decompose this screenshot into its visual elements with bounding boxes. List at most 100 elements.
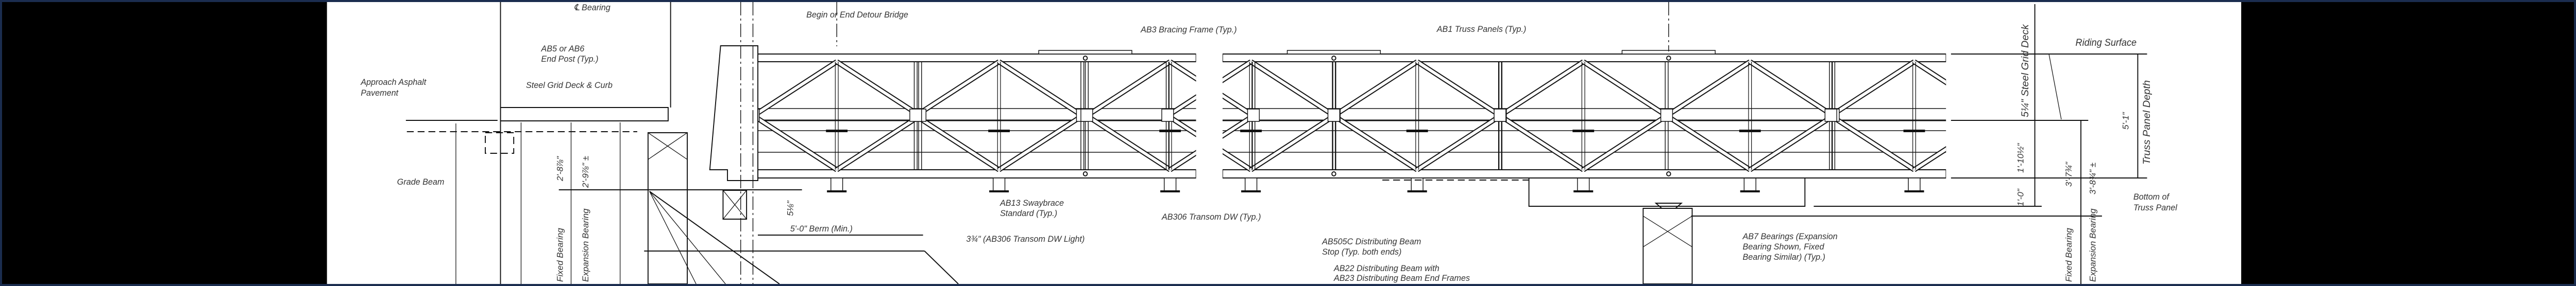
drawing-sheet [327,2,2242,284]
dist-beam-stop-label-1: AB505C Distributing Beam [1321,237,1421,246]
diagonal-fill [1086,114,1171,171]
swaybrace-label-1: AB13 Swaybrace [999,198,1064,208]
diagonal-fill [1913,114,1946,171]
panel-node [1824,109,1837,122]
dist-beam-stop-label-2: Stop (Typ. both ends) [1322,247,1401,257]
diagonal-fill [1582,60,1668,117]
panel-node [1494,109,1506,122]
diagonal-fill [1666,60,1751,117]
diagonal-fill [757,114,838,171]
diagonal-fill [1333,60,1418,117]
cl-bearing-label: ℄ Bearing [574,3,611,12]
panel-pin [1331,56,1336,61]
bearings-label-1: AB7 Bearings (Expansion [1742,231,1838,241]
dim-deck: 1'-10½" [2016,142,2026,173]
bottom-panel-label-1: Bottom of [2133,192,2170,202]
diagonal-fill [757,60,838,117]
diagonal-fill [1499,60,1584,117]
transom-foot [1577,177,1590,192]
diagonal-fill [998,114,1083,171]
bracing-frame [1286,50,1381,55]
diagonal-fill [836,60,921,117]
top-chord [757,53,1197,62]
transom-plate [1240,130,1262,132]
dim-fixed-left: 2'-8⅞" [555,156,565,182]
panel-pin [1666,56,1671,61]
transom-base [1904,190,1924,192]
bottom-panel-label-2: Truss Panel [2133,203,2178,212]
fixed-bearing-right: Fixed Bearing [2064,227,2074,282]
transom-plate [1739,130,1761,132]
transom-foot [831,177,843,192]
diagonal-fill [1913,60,1946,117]
transom-base [1160,190,1180,192]
transom-plate [988,130,1010,132]
diagonal-fill [1250,60,1335,117]
transom-plate [1406,130,1428,132]
transom-base [827,190,847,192]
panel-node [757,109,760,122]
transom-foot [1908,177,1921,192]
diagonal-fill [1499,114,1584,171]
panel-node [1660,109,1673,122]
panel-node [1161,109,1174,122]
bottom-chord [757,169,1197,178]
panel-node [909,109,922,122]
panel-node [1327,109,1341,122]
fixed-bearing-left: Fixed Bearing [555,227,565,282]
structure-lines [405,2,2147,284]
transom-base [1573,190,1594,192]
diagonal-fill [1582,114,1668,171]
dim-fixed-right: 3'-7¾" [2064,162,2074,187]
bearings-label-2: Bearing Shown, Fixed [1742,242,1824,252]
swaybrace-label-2: Standard (Typ.) [1000,208,1057,218]
bracing-frame [1038,50,1132,55]
end-post-label-1: AB5 or AB6 [540,44,585,53]
diagonal-fill [1830,60,1916,117]
grid-deck-label: Steel Grid Deck & Curb [526,80,613,90]
steel-grid-deck-label: 5¼" Steel Grid Deck [2020,24,2031,117]
riding-surface-label: Riding Surface [2076,37,2137,48]
panel-depth-dim: 5'-1" [2121,112,2131,130]
dim-beam: 1'-0" [2016,188,2026,206]
dist-beam-label-1: AB22 Distributing Beam with [1333,263,1439,273]
diagonal-fill [1333,114,1418,171]
transom-foot [1164,177,1177,192]
transom-light-label: 3¾" (AB306 Transom DW Light) [966,234,1084,244]
transom-label: AB306 Transom DW (Typ.) [1161,212,1261,222]
end-post-label-2: End Post (Typ.) [541,54,598,64]
panel-pin [1082,171,1088,176]
dim-expansion-left: 2'-9⅞" ± [581,156,590,188]
diagonal-fill [1250,114,1335,171]
diagonal-fill [998,60,1083,117]
transom-base [989,190,1009,192]
dim-small: 5⅛" [786,200,795,216]
panel-pin [1082,56,1088,61]
panel-node [1247,109,1260,122]
expansion-bearing-right: Expansion Bearing [2088,208,2098,282]
transom-plate [1159,130,1181,132]
approach-label-2: Pavement [361,88,399,98]
transom-foot [1245,177,1258,192]
grade-beam-label: Grade Beam [397,177,445,187]
diagonal-fill [914,114,1000,171]
panel-pin [1666,171,1671,176]
diagonal-fill [1749,60,1835,117]
truss-panels-label: AB1 Truss Panels (Typ.) [1436,24,1527,34]
panel-depth-label: Truss Panel Depth [2142,80,2153,165]
diagonal-fill [836,114,921,171]
approach-label-1: Approach Asphalt [360,77,427,87]
transom-plate [1572,130,1595,132]
transom-base [1407,190,1427,192]
diagonal-fill [1416,60,1501,117]
diagonal-fill [1416,114,1501,171]
transom-plate [1903,130,1925,132]
transom-foot [992,177,1006,192]
bracing-frame-label: AB3 Bracing Frame (Typ.) [1140,25,1236,34]
dist-beam-label-2: AB23 Distributing Beam End Frames [1333,273,1470,283]
truss-panels [757,50,1946,192]
transom-base [1740,190,1760,192]
expansion-bearing-left: Expansion Bearing [581,208,590,282]
transom-foot [1743,177,1756,192]
